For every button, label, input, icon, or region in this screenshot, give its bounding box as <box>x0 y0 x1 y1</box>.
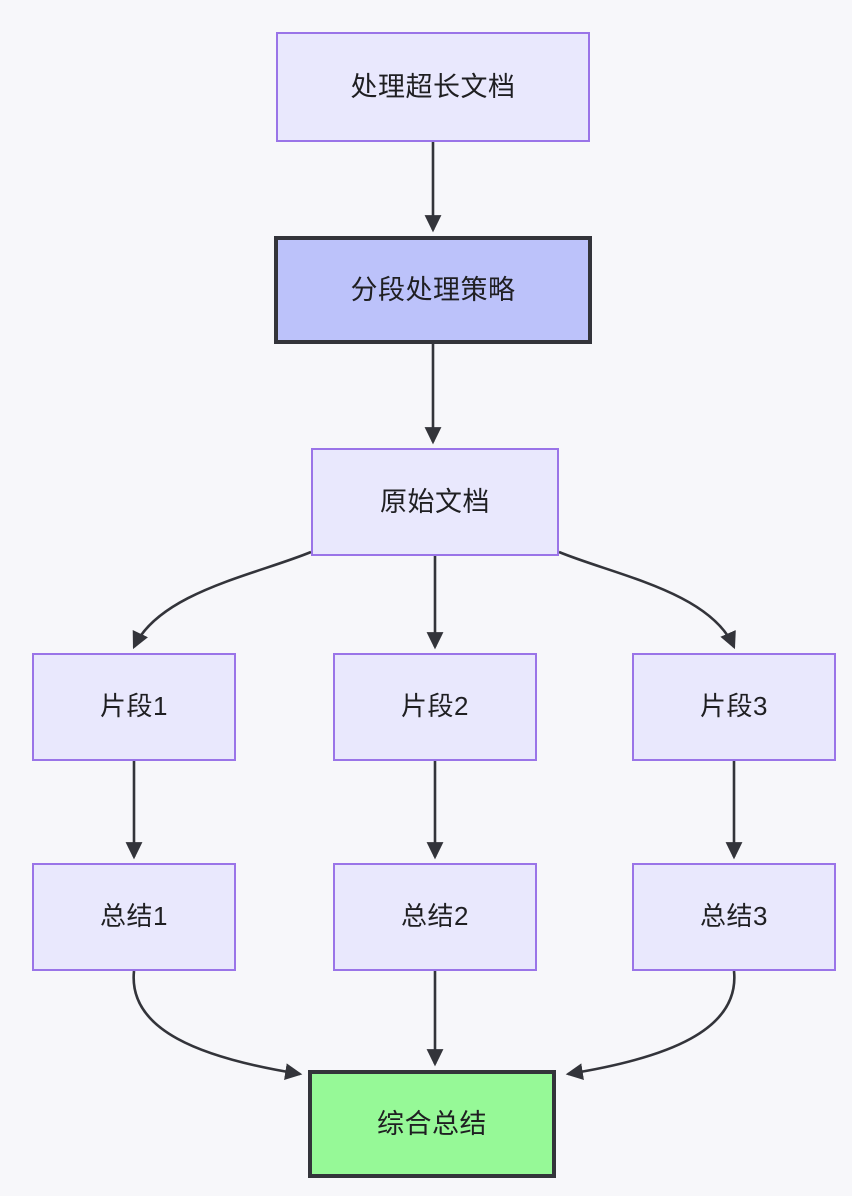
node-summary-2-label: 总结2 <box>401 901 469 932</box>
edge-summary-3-to-final-summary <box>565 970 736 1080</box>
node-summary-3-label: 总结3 <box>700 901 768 932</box>
node-chunk-strategy-label: 分段处理策略 <box>350 274 516 305</box>
node-summary-1-label: 总结1 <box>100 901 168 932</box>
node-final-summary[interactable]: 综合总结 <box>308 1070 556 1178</box>
edge-source-doc-to-fragment-3 <box>558 550 736 650</box>
node-fragment-2[interactable]: 片段2 <box>333 653 537 761</box>
edge-source-doc-to-fragment-1 <box>132 550 312 650</box>
node-chunk-strategy[interactable]: 分段处理策略 <box>274 236 592 344</box>
node-source-doc-label: 原始文档 <box>380 486 490 517</box>
node-final-summary-label: 综合总结 <box>377 1108 487 1139</box>
node-source-doc[interactable]: 原始文档 <box>311 448 559 556</box>
edge-summary-1-to-final-summary <box>132 970 303 1080</box>
node-fragment-1-label: 片段1 <box>100 691 168 722</box>
node-long-doc-label: 处理超长文档 <box>350 71 516 102</box>
node-long-doc[interactable]: 处理超长文档 <box>276 32 590 142</box>
node-fragment-1[interactable]: 片段1 <box>32 653 236 761</box>
node-summary-3[interactable]: 总结3 <box>632 863 836 971</box>
node-summary-2[interactable]: 总结2 <box>333 863 537 971</box>
node-fragment-3[interactable]: 片段3 <box>632 653 836 761</box>
node-fragment-3-label: 片段3 <box>700 691 768 722</box>
node-fragment-2-label: 片段2 <box>401 691 469 722</box>
node-summary-1[interactable]: 总结1 <box>32 863 236 971</box>
